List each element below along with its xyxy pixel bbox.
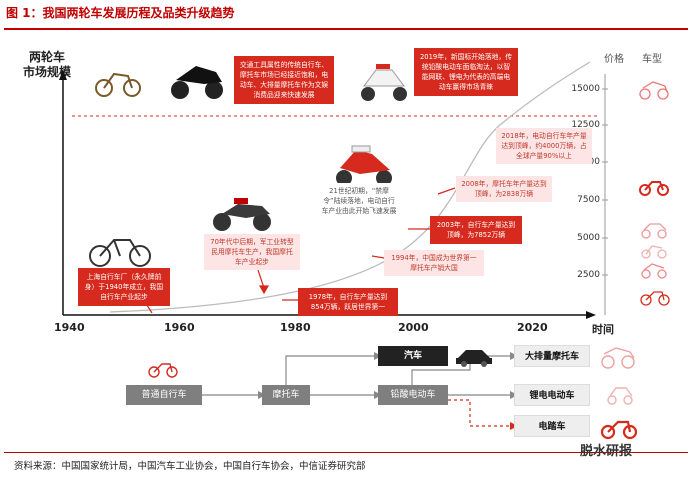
flow-large-moto-box: 大排量摩托车 [514, 345, 590, 367]
event-mid-box: 交通工具属性的传统自行车、摩托车市场已经接近饱和，电动车、大排量摩托车作为文娱消… [234, 56, 334, 104]
event-1940-box: 上海自行车厂（永久牌前身）于1940年成立，我国自行车产业起步 [78, 268, 170, 306]
price-tick-12500: 12500 [571, 120, 600, 130]
event-2008-box: 2008年，摩托车年产量达到顶峰，为2838万辆 [456, 176, 552, 202]
ev-scooter-2019-icon [361, 64, 407, 101]
arrow-1970-head [258, 285, 270, 295]
year-1960: 1960 [164, 321, 195, 334]
price-label: 价格 [604, 54, 624, 65]
arrow-2008 [437, 187, 456, 195]
flow-car-icon [456, 350, 492, 367]
x-axis-arrow [586, 311, 596, 319]
flow-motorcycle-box: 摩托车 [262, 385, 310, 405]
type-bicycle-icon [640, 291, 670, 306]
year-1980: 1980 [280, 321, 311, 334]
source-note: 资料来源：中国国家统计局，中国汽车工业协会，中国自行车协会，中信证券研究部 [14, 461, 366, 472]
event-21c-box: 21世纪初期，“禁摩令”陆续落地，电动自行车产业由此开始飞速发展 [316, 183, 402, 219]
year-2020: 2020 [517, 321, 548, 334]
y-axis-label: 两轮车 市场规模 [22, 50, 71, 79]
price-axis-ticks [602, 88, 608, 276]
flow-bicycle-icon [148, 363, 178, 378]
event-1994-box: 1994年，中国成为世界第一摩托车产销大国 [384, 250, 484, 276]
price-tick-5000: 5000 [577, 233, 600, 243]
type-scooter-icon [641, 223, 667, 239]
flow-lithium-ev-box: 锂电电动车 [514, 384, 590, 406]
growth-curve [109, 61, 591, 313]
footer-divider [4, 452, 688, 453]
type-moped-icon [641, 263, 667, 279]
scooter-2000s-icon [336, 145, 392, 186]
watermark: 脱水研报 [580, 444, 633, 459]
type-large-moto-icon [639, 81, 669, 100]
event-1978-box: 1978年，自行车产量达到854万辆，跃居世界第一 [298, 288, 398, 316]
arrow-1994 [371, 255, 385, 259]
bicycle-1940-icon [89, 239, 151, 267]
flow-ebike-icon [600, 420, 638, 440]
flow-lithium-ev-icon [607, 387, 633, 405]
event-2003-box: 2003年，自行车产量达到顶峰，为7852万辆 [430, 216, 522, 244]
motorcycle-1970-icon [213, 198, 271, 231]
event-2019-box: 2019年，新国标开始落地，传统铅酸电动车面临淘汰，以智能网联、锂电为代表的高端… [414, 48, 518, 96]
year-1940: 1940 [54, 321, 85, 334]
title-divider [4, 28, 688, 30]
event-1970-box: 70年代中后期，军工业转型民用摩托车生产，我国摩托车产业起步 [204, 234, 300, 270]
x-axis-label: 时间 [592, 323, 614, 336]
flow-ebike-box: 电踏车 [514, 415, 590, 437]
flow-bicycle-box: 普通自行车 [126, 385, 202, 405]
year-2000: 2000 [398, 321, 429, 334]
type-label: 车型 [642, 54, 662, 65]
price-tick-2500: 2500 [577, 270, 600, 280]
flow-car-box: 汽车 [378, 346, 448, 366]
figure-title: 图 1：我国两轮车发展历程及品类升级趋势 [6, 6, 235, 20]
y-axis-arrow [59, 70, 67, 80]
type-ebike-red-icon [639, 181, 669, 196]
flow-large-moto-icon [601, 347, 635, 369]
flow-lead-acid-ev-box: 铅酸电动车 [378, 385, 448, 405]
price-tick-15000: 15000 [571, 84, 600, 94]
sportbike-icon [171, 66, 223, 99]
price-tick-7500: 7500 [577, 195, 600, 205]
event-2018-box: 2018年，电动自行车年产量达到顶峰，约4000万辆，占全球产量90%以上 [496, 128, 592, 164]
arrow-1970 [257, 269, 265, 289]
type-small-scooter-icon [641, 245, 667, 259]
retro-bikes-icon [95, 72, 141, 97]
